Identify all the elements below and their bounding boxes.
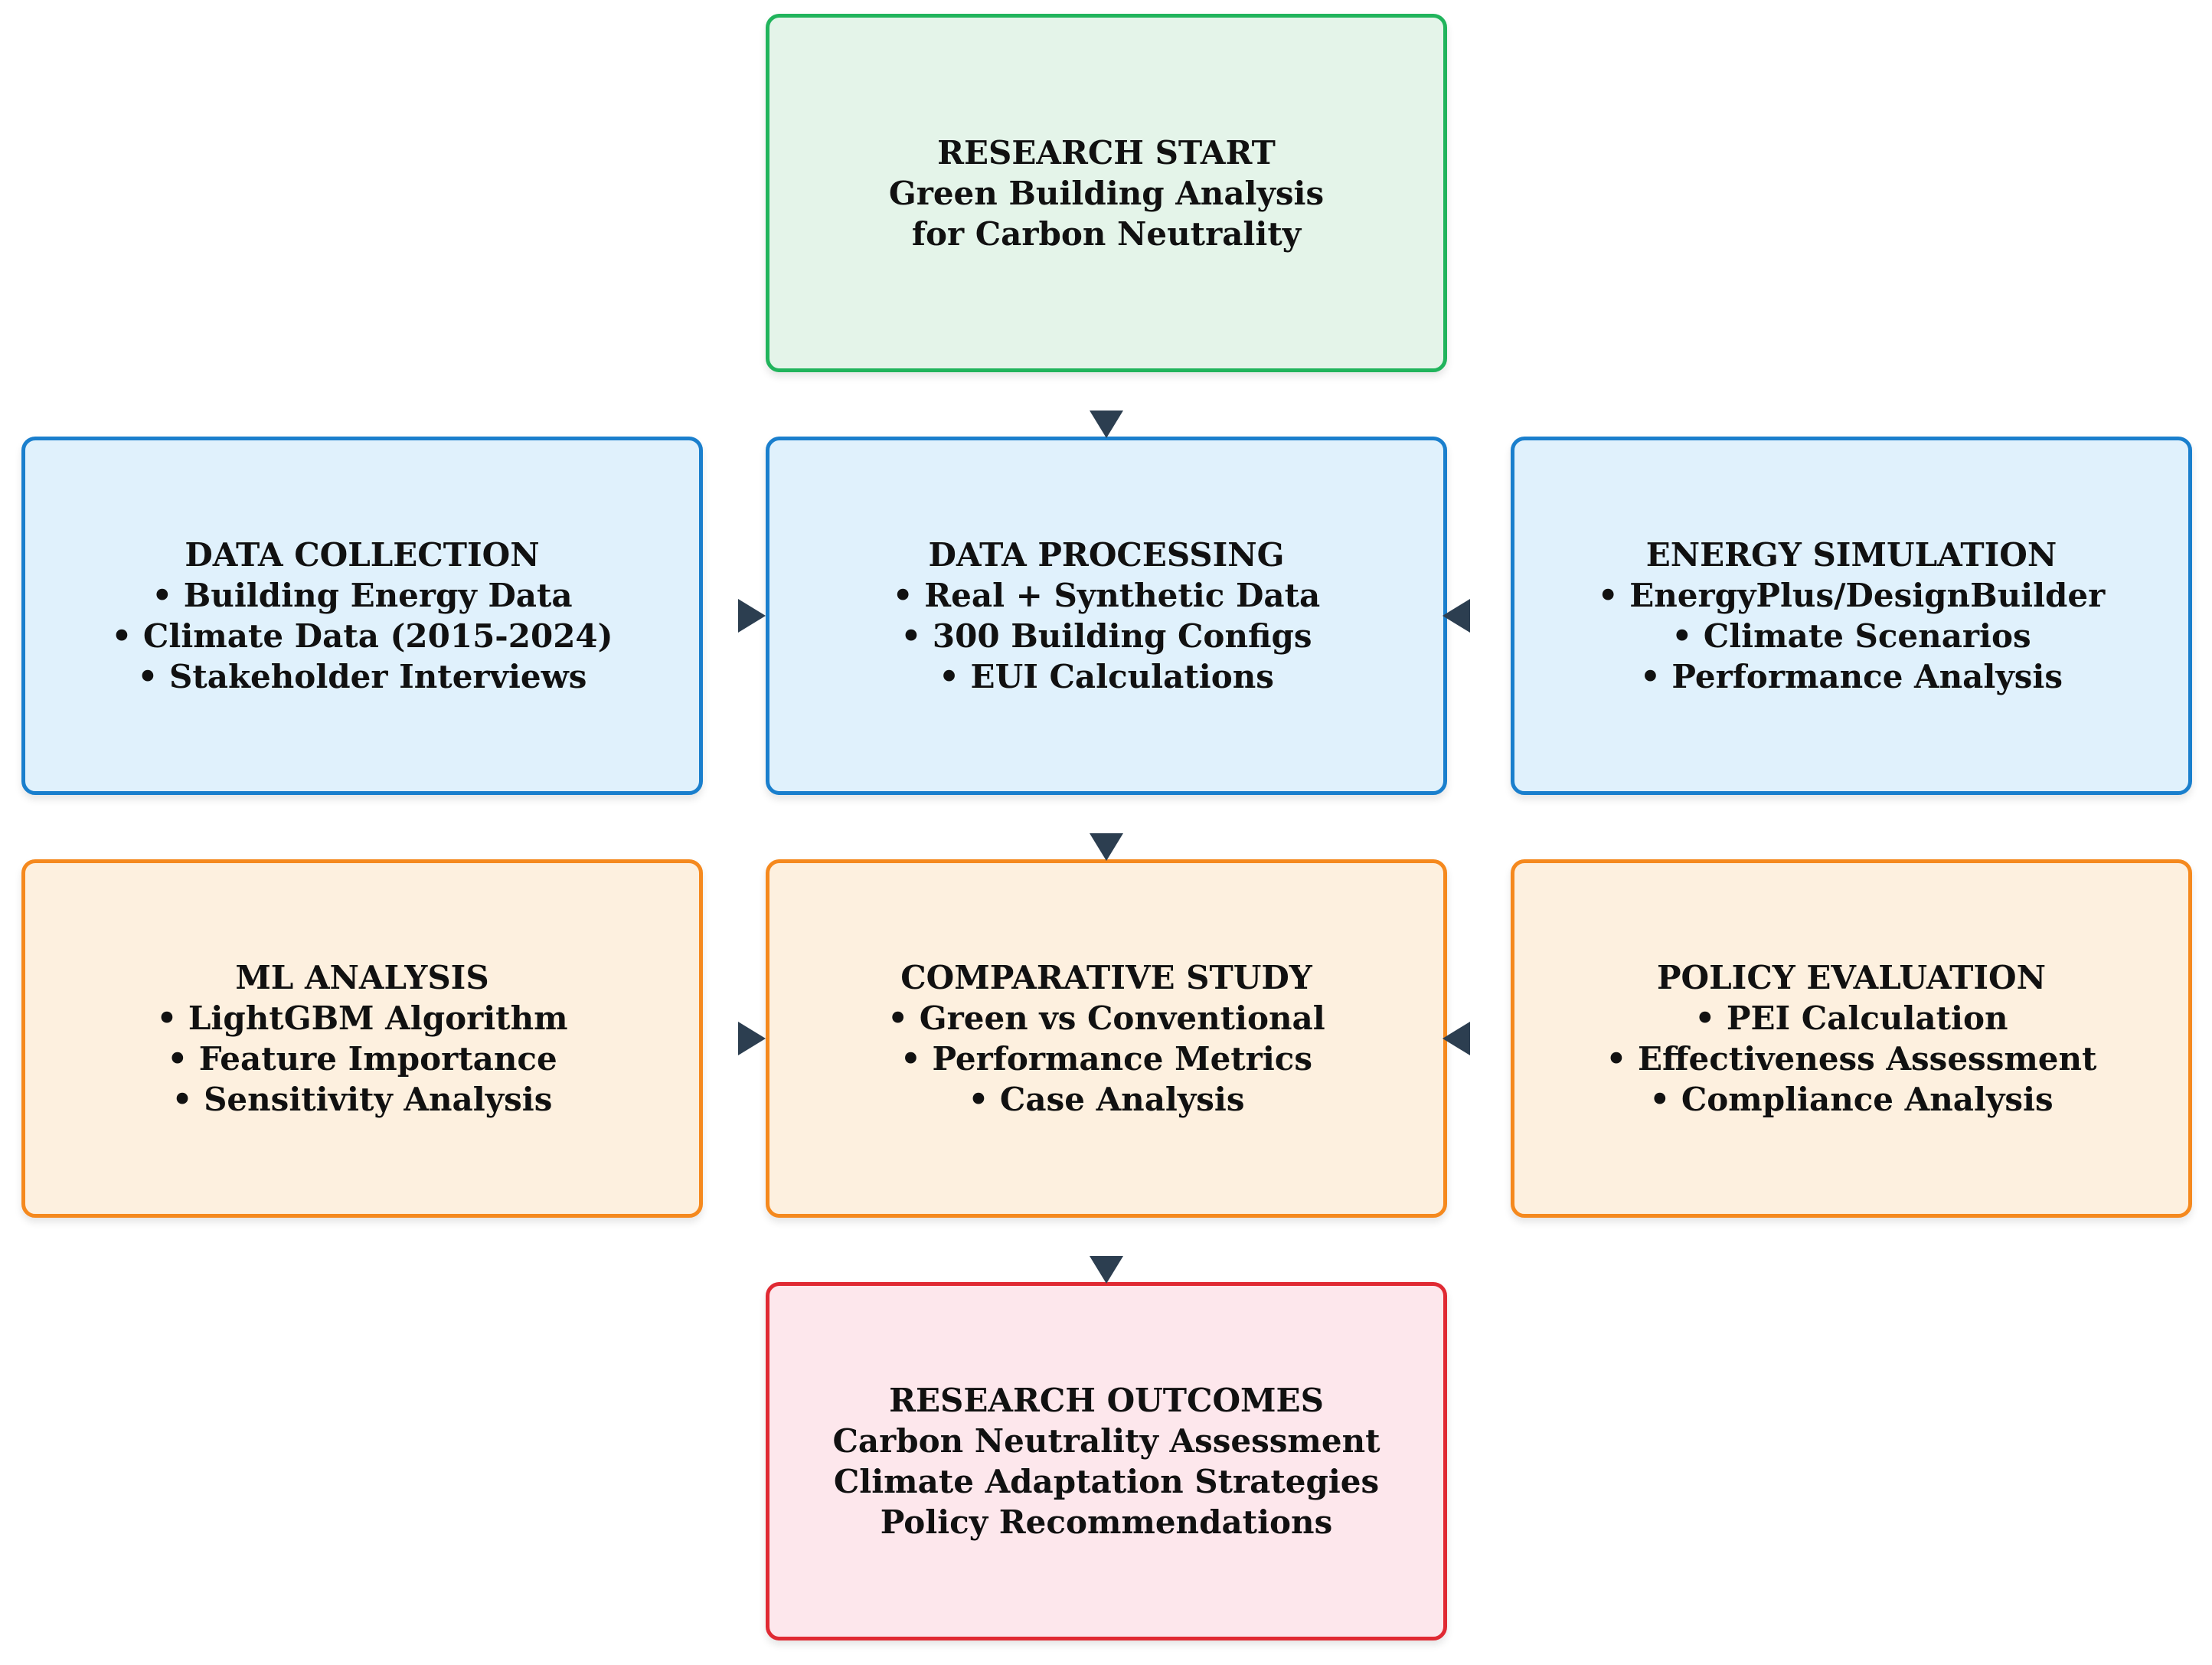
energy-simulation-box: ENERGY SIMULATION • EnergyPlus/DesignBui… <box>1511 437 2192 795</box>
ml-analysis-item: • Feature Importance <box>167 1040 557 1078</box>
policy-evaluation-box: POLICY EVALUATION • PEI Calculation • Ef… <box>1511 859 2192 1218</box>
research-outcomes-title: RESEARCH OUTCOMES <box>889 1382 1324 1419</box>
research-outcomes-line: Climate Adaptation Strategies <box>833 1463 1380 1500</box>
data-processing-item: • 300 Building Configs <box>900 617 1312 655</box>
ml-analysis-box: ML ANALYSIS • LightGBM Algorithm • Featu… <box>21 859 703 1218</box>
research-outcomes-box: RESEARCH OUTCOMES Carbon Neutrality Asse… <box>766 1282 1447 1640</box>
data-processing-item: • EUI Calculations <box>939 658 1274 695</box>
data-collection-item: • Climate Data (2015-2024) <box>111 617 613 655</box>
arrow-right-icon <box>738 599 766 633</box>
arrow-left-icon <box>1443 599 1470 633</box>
energy-simulation-item: • EnergyPlus/DesignBuilder <box>1597 577 2106 614</box>
data-processing-title: DATA PROCESSING <box>928 536 1285 574</box>
ml-analysis-title: ML ANALYSIS <box>235 959 489 996</box>
research-outcomes-line: Carbon Neutrality Assessment <box>832 1422 1380 1460</box>
ml-analysis-item: • Sensitivity Analysis <box>172 1081 553 1118</box>
data-processing-box: DATA PROCESSING • Real + Synthetic Data … <box>766 437 1447 795</box>
data-collection-title: DATA COLLECTION <box>185 536 540 574</box>
comparative-study-item: • Performance Metrics <box>900 1040 1312 1078</box>
policy-evaluation-title: POLICY EVALUATION <box>1656 959 2047 996</box>
arrow-left-icon <box>1443 1022 1470 1055</box>
ml-analysis-item: • LightGBM Algorithm <box>156 999 568 1037</box>
research-start-line: Green Building Analysis <box>888 174 1325 212</box>
energy-simulation-item: • Performance Analysis <box>1639 658 2063 695</box>
policy-evaluation-item: • Compliance Analysis <box>1649 1081 2054 1118</box>
research-outcomes-line: Policy Recommendations <box>880 1503 1333 1541</box>
comparative-study-item: • Green vs Conventional <box>887 999 1325 1037</box>
research-start-line: for Carbon Neutrality <box>911 214 1302 253</box>
policy-evaluation-item: • PEI Calculation <box>1694 999 2008 1037</box>
comparative-study-box: COMPARATIVE STUDY • Green vs Conventiona… <box>766 859 1447 1218</box>
comparative-study-item: • Case Analysis <box>968 1081 1245 1118</box>
data-collection-box: DATA COLLECTION • Building Energy Data •… <box>21 437 703 795</box>
arrow-down-icon <box>1090 833 1123 861</box>
arrow-down-icon <box>1090 411 1123 438</box>
data-collection-item: • Stakeholder Interviews <box>137 658 587 695</box>
data-processing-item: • Real + Synthetic Data <box>892 577 1321 614</box>
comparative-study-title: COMPARATIVE STUDY <box>900 959 1312 996</box>
research-start-title: RESEARCH START <box>937 133 1276 172</box>
arrow-right-icon <box>738 1022 766 1055</box>
data-collection-item: • Building Energy Data <box>152 577 573 614</box>
arrow-down-icon <box>1090 1256 1123 1284</box>
research-start-box: RESEARCH START Green Building Analysis f… <box>766 14 1447 372</box>
energy-simulation-item: • Climate Scenarios <box>1671 617 2031 655</box>
energy-simulation-title: ENERGY SIMULATION <box>1645 536 2057 574</box>
policy-evaluation-item: • Effectiveness Assessment <box>1606 1040 2097 1078</box>
